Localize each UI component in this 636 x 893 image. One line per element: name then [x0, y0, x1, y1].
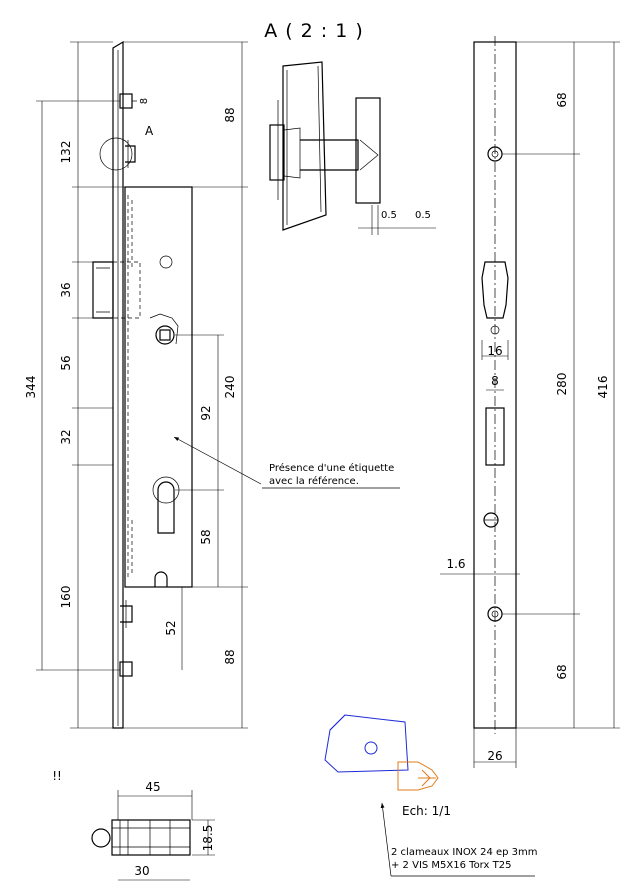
dim-left-5: 160 — [59, 586, 73, 609]
dim-left-1: 132 — [59, 141, 73, 164]
side-view: 68 280 68 416 16 8 1.6 26 — [440, 36, 620, 768]
part-note-line-2: + 2 VIS M5X16 Torx T25 — [391, 860, 511, 871]
clamp-part: Ech: 1/1 2 clameaux INOX 24 ep 3mm + 2 V… — [324, 714, 538, 877]
square-follower — [159, 329, 171, 341]
clamp-hole — [364, 741, 378, 755]
dim-left-3: 56 — [59, 355, 73, 370]
side-dim-top: 68 — [555, 92, 569, 107]
screw-size: 8 — [139, 98, 150, 104]
dim-right-3: 92 — [199, 405, 213, 420]
dim-left-2: 36 — [59, 282, 73, 297]
side-dim-middle: 280 — [555, 373, 569, 396]
cylinder-cutout — [157, 481, 175, 534]
latch-bolt — [92, 261, 114, 319]
detail-a-circle — [99, 137, 133, 171]
dim-right-6: 88 — [223, 649, 237, 664]
front-view-dims-right: 88 240 92 58 52 88 — [123, 41, 248, 729]
bottom-dim-height: 18.5 — [201, 825, 215, 852]
detail-dim-b: 0.5 — [415, 210, 431, 221]
bottom-dim-width: 45 — [145, 780, 160, 794]
part-scale: Ech: 1/1 — [402, 804, 451, 818]
lock-case — [124, 186, 193, 588]
side-dim-bottom: 68 — [555, 664, 569, 679]
dim-right-4: 58 — [199, 529, 213, 544]
detail-dim-a: 0.5 — [381, 210, 397, 221]
side-dim-total: 416 — [596, 376, 610, 399]
bottom-screw — [119, 661, 133, 677]
side-dim-width: 26 — [487, 749, 502, 763]
follower-hub — [155, 325, 175, 345]
dim-right-5: 52 — [164, 620, 178, 635]
dim-left-total: 344 — [24, 376, 38, 399]
marker-hash: !! — [52, 769, 62, 783]
bottom-dim-inner: 30 — [134, 864, 149, 878]
dim-right-2: 240 — [223, 376, 237, 399]
side-dim-rect: 8 — [491, 374, 499, 388]
dim-right-1: 88 — [223, 107, 237, 122]
front-view: A Présence d'une étiquette avec la référ… — [92, 40, 400, 729]
top-screw — [119, 93, 133, 109]
part-note-line-1: 2 clameaux INOX 24 ep 3mm — [391, 847, 538, 858]
detail-a-view: 0.5 0.5 — [269, 61, 436, 235]
detail-title: A ( 2 : 1 ) — [264, 20, 364, 42]
note-line-1: Présence d'une étiquette — [269, 462, 394, 474]
bottom-view: !! 45 30 18.5 — [52, 769, 215, 881]
fixing-hole — [159, 255, 173, 269]
bottom-body — [111, 819, 191, 856]
front-view-dims-left: 132 36 56 32 160 344 8 — [24, 41, 150, 729]
detail-marker: A — [145, 124, 154, 138]
side-dim-offset: 1.6 — [446, 557, 465, 571]
detail-clamp — [355, 97, 381, 204]
note-line-2: avec la référence. — [269, 475, 359, 487]
dim-left-4: 32 — [59, 429, 73, 444]
side-bolt-slot — [485, 407, 505, 466]
side-latch-slot — [481, 261, 509, 319]
side-dim-slot: 16 — [487, 344, 502, 358]
screw — [397, 761, 439, 791]
